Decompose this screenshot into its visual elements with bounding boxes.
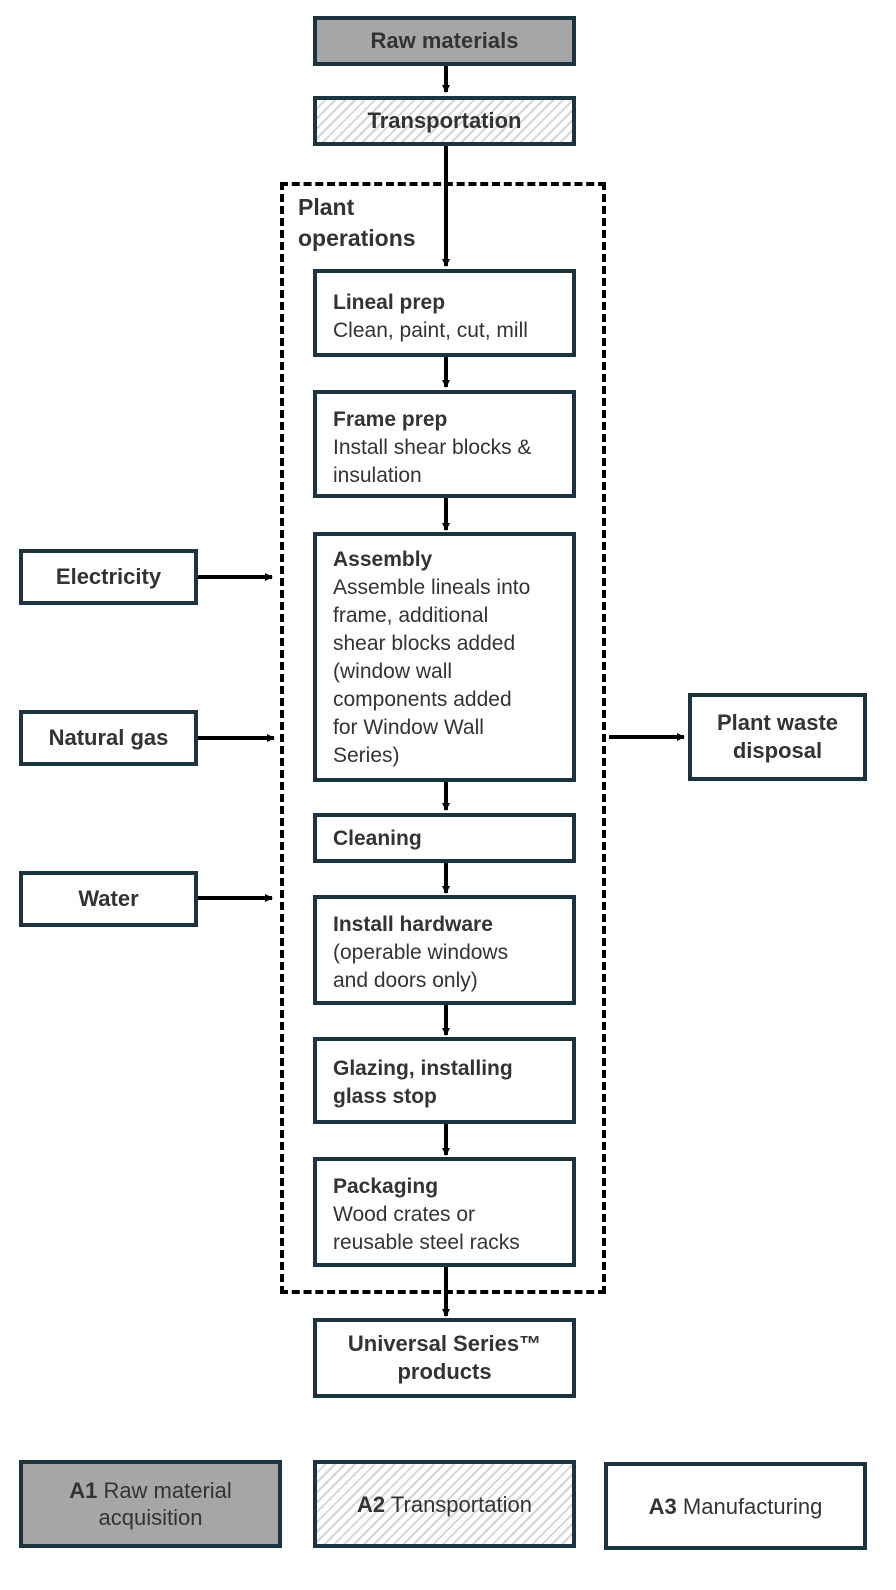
legend-a2-code: A2 (357, 1491, 386, 1517)
step-title: Lineal prep (333, 291, 446, 314)
step-title: Frame prep (333, 408, 448, 431)
water-label: Water (78, 886, 139, 911)
step-packaging: Packaging Wood crates or reusable steel … (313, 1157, 576, 1267)
step-description: Clean, paint, cut, mill (333, 319, 528, 342)
legend-a1-line2: acquisition (98, 1505, 203, 1530)
step-title: Assembly (333, 548, 433, 571)
step-description: Assemble lineals into frame, additional … (333, 576, 531, 767)
step-description: (operable windows and doors only) (333, 941, 509, 992)
plant-waste-box: Plant waste disposal (688, 693, 867, 781)
legend-a1-line1: A1 Raw material (69, 1477, 232, 1504)
products-label-line1: Universal Series™ (347, 1331, 542, 1356)
electricity-box: Electricity (19, 549, 198, 605)
raw-materials-box: Raw materials (313, 16, 576, 66)
legend-a3: A3 Manufacturing (604, 1462, 867, 1550)
transportation-label: Transportation (367, 108, 522, 133)
legend-a1: A1 Raw material acquisition (19, 1460, 282, 1548)
legend-a3-code: A3 (648, 1493, 677, 1519)
step-assembly: Assembly Assemble lineals into frame, ad… (313, 532, 576, 782)
step-description: Install shear blocks & insulation (333, 436, 532, 487)
plant-operations-label: Plant operations (298, 194, 416, 251)
transportation-box: Transportation (313, 96, 576, 146)
step-glazing: Glazing, installing glass stop (313, 1037, 576, 1124)
products-label-line2: products (397, 1359, 492, 1384)
natural-gas-box: Natural gas (19, 710, 198, 766)
legend-a2-text: Transportation (390, 1491, 532, 1517)
step-frame-prep: Frame prep Install shear blocks & insula… (313, 390, 576, 498)
legend-a1-text: Raw material (103, 1478, 232, 1503)
raw-materials-label: Raw materials (370, 28, 519, 53)
step-lineal-prep: Lineal prep Clean, paint, cut, mill (313, 269, 576, 357)
legend-a1-code: A1 (69, 1478, 98, 1503)
step-title: Glazing, installing (333, 1057, 513, 1080)
legend-a3-text: Manufacturing (682, 1493, 823, 1519)
water-box: Water (19, 871, 198, 927)
step-title-line2: glass stop (333, 1085, 437, 1108)
step-title: Cleaning (333, 827, 422, 850)
step-title: Install hardware (333, 913, 493, 936)
step-description: Wood crates or reusable steel racks (333, 1203, 520, 1254)
step-cleaning: Cleaning (313, 813, 576, 863)
legend-a3-line: A3 Manufacturing (649, 1493, 823, 1520)
electricity-label: Electricity (55, 564, 162, 589)
step-title: Packaging (333, 1175, 439, 1198)
plant-waste-label: Plant waste disposal (716, 710, 839, 763)
legend-a2-line: A2 Transportation (357, 1491, 532, 1518)
natural-gas-label: Natural gas (48, 725, 169, 750)
legend-a2: A2 Transportation (313, 1460, 576, 1548)
products-box: Universal Series™ products (313, 1318, 576, 1398)
step-install-hardware: Install hardware (operable windows and d… (313, 895, 576, 1005)
plant-operations-boundary (280, 182, 606, 1294)
